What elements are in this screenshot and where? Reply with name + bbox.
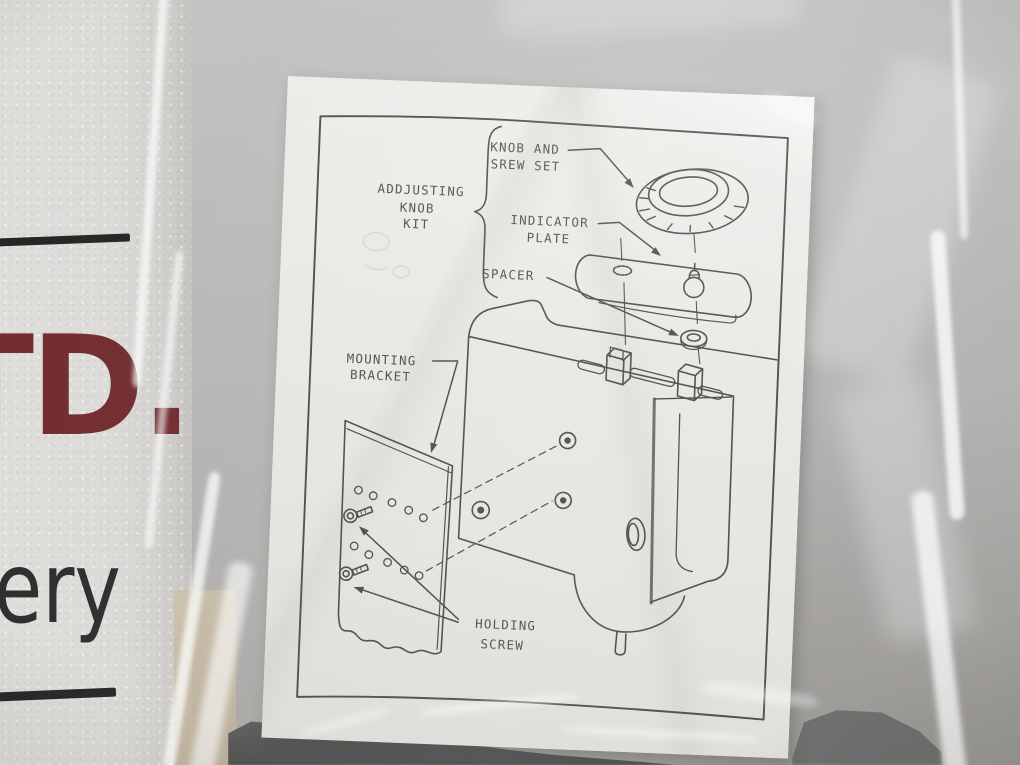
plate-screw-boss (683, 262, 705, 299)
bracket-top-thickness (346, 428, 452, 474)
indicator-leader-line (597, 221, 658, 253)
label-bracket-line1: MOUNTING (346, 351, 416, 369)
label-holding-line2: SCREW (480, 636, 524, 653)
arrowhead-indicator (651, 247, 662, 257)
kit-brace (473, 125, 502, 299)
diagram-border-frame (296, 115, 789, 721)
sign-partial-word-bottom: ery (0, 532, 121, 646)
body-right-face-edge (650, 395, 735, 603)
indicator-plate-drawing (574, 254, 752, 324)
holding-screw-leader-2 (356, 587, 459, 624)
arrowhead-screw-2 (353, 586, 365, 594)
label-indicator-plate: INDICATOR PLATE (510, 212, 589, 247)
arrowhead-knob (624, 178, 634, 188)
sign-partial-word-top: TD. (0, 306, 193, 467)
label-holding-screw: HOLDING SCREW (475, 616, 537, 653)
arrowhead-spacer (668, 328, 679, 336)
body-bottom-boss (573, 574, 686, 633)
body-left-edge (457, 335, 470, 540)
exploded-view-diagram: ADDJUSTING KNOB KIT KNOB AND SREW SET IN… (296, 115, 789, 721)
label-knob-line2: SREW SET (490, 156, 560, 174)
mounting-posts (605, 346, 704, 402)
sign-rule-top (0, 233, 131, 247)
alignment-centerlines (620, 233, 701, 365)
instruction-sheet: ADDJUSTING KNOB KIT KNOB AND SREW SET IN… (261, 76, 815, 759)
side-oval-hole (626, 517, 646, 552)
main-body-drawing (425, 299, 778, 656)
arrowheads (353, 178, 679, 594)
holding-screw-1 (343, 505, 374, 524)
bracket-leader-line (431, 360, 459, 448)
boss-shaft-tab (614, 630, 627, 656)
knob-drawing (635, 168, 749, 235)
sign-rule-bottom (0, 687, 117, 702)
bag-sheen-top (498, 0, 802, 42)
holding-screw-leader-1 (361, 528, 460, 621)
bracket-holes (349, 485, 428, 581)
label-spacer: SPACER (482, 266, 535, 283)
label-kit-line2: KNOB (400, 200, 435, 216)
label-indicator-line2: PLATE (526, 230, 570, 247)
arrowhead-screw-1 (358, 526, 369, 536)
body-screw-holes (471, 431, 646, 552)
label-holding-line1: HOLDING (475, 616, 537, 633)
label-kit-line3: KIT (403, 216, 430, 232)
label-bracket-line2: BRACKET (350, 367, 412, 384)
label-knob-line1: KNOB AND (490, 139, 560, 157)
print-ghosting (362, 231, 410, 279)
background-sign: TD. ery (0, 0, 193, 765)
right-face-inset-line (675, 413, 694, 573)
knob-dial-ticks (638, 187, 745, 233)
bracket-outline (337, 419, 454, 655)
bracket-right-thickness (436, 466, 450, 651)
dark-part-in-bag-right (792, 710, 942, 765)
label-kit-line1: ADDJUSTING (377, 181, 465, 199)
bag-sheen-right (798, 50, 1002, 390)
holding-screws (338, 505, 374, 582)
bag-sheen-right-lower (833, 373, 977, 647)
bag-right-edge-crease-bottom (910, 489, 968, 765)
mounting-bracket-drawing (337, 419, 454, 655)
bag-right-edge-crease-top (951, 0, 969, 241)
label-indicator-line1: INDICATOR (510, 212, 589, 230)
body-top-front-edge (467, 335, 735, 397)
plate-slot-hole (612, 265, 633, 276)
body-top-back-edge (467, 299, 778, 361)
table-surface-strip (174, 590, 236, 765)
label-knob-and-screw-set: KNOB AND SREW SET (490, 139, 561, 174)
body-step-edge (653, 396, 733, 400)
bag-right-edge-crease-mid (929, 229, 966, 521)
label-adjusting-knob-kit: ADDJUSTING KNOB KIT (377, 181, 465, 232)
body-bottom-front-edge (457, 537, 576, 576)
knob-leader-line (567, 147, 631, 184)
arrowhead-bracket (430, 442, 438, 454)
label-mounting-bracket: MOUNTING BRACKET (346, 351, 416, 385)
body-front-right-edge (649, 397, 656, 605)
holding-screw-2 (338, 563, 370, 582)
